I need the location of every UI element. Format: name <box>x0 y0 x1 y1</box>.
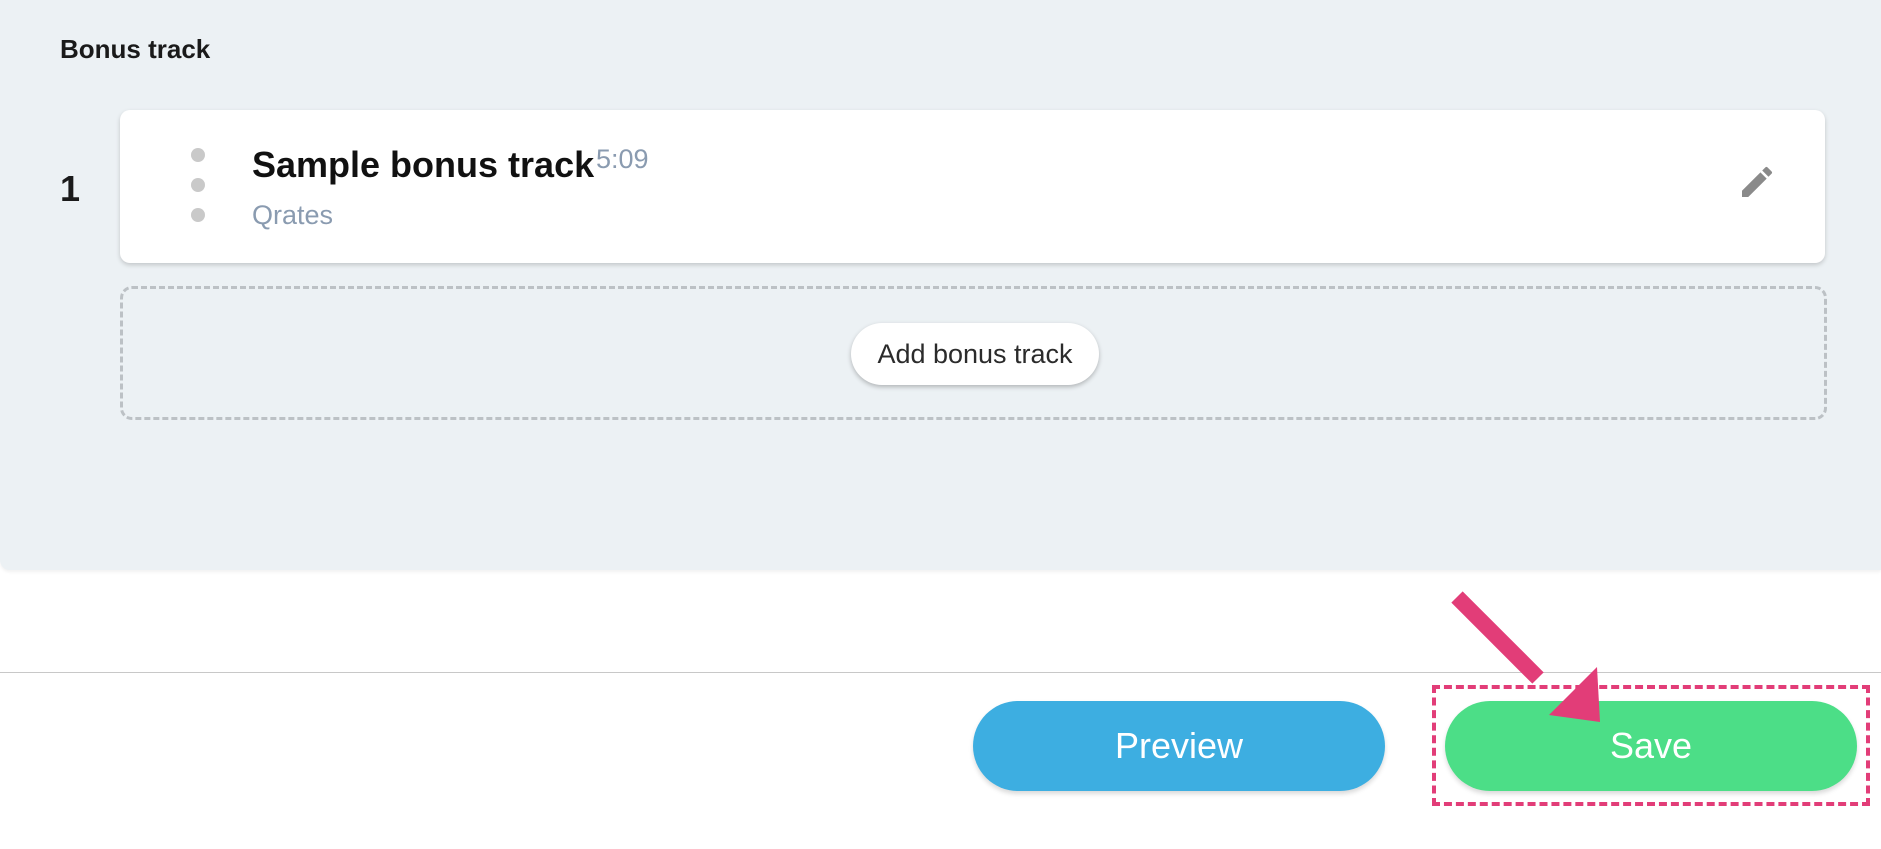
save-button[interactable]: Save <box>1445 701 1857 791</box>
track-index: 1 <box>60 168 81 209</box>
drag-dot <box>191 148 205 162</box>
drag-dot <box>191 208 205 222</box>
add-bonus-track-dropzone: Add bonus track <box>120 286 1827 420</box>
section-title: Bonus track <box>60 34 211 64</box>
track-duration: 5:09 <box>596 144 649 174</box>
track-title: Sample bonus track <box>252 144 595 185</box>
footer-divider <box>0 672 1881 673</box>
preview-button[interactable]: Preview <box>973 701 1385 791</box>
bonus-track-panel: Bonus track 1 Sample bonus track 5:09 Qr… <box>0 0 1881 570</box>
drag-dot <box>191 178 205 192</box>
drag-handle-icon[interactable] <box>190 148 206 228</box>
pencil-icon[interactable] <box>1737 162 1777 202</box>
add-bonus-track-button[interactable]: Add bonus track <box>851 323 1099 385</box>
track-card: Sample bonus track 5:09 Qrates <box>120 110 1825 263</box>
track-artist: Qrates <box>252 200 334 230</box>
